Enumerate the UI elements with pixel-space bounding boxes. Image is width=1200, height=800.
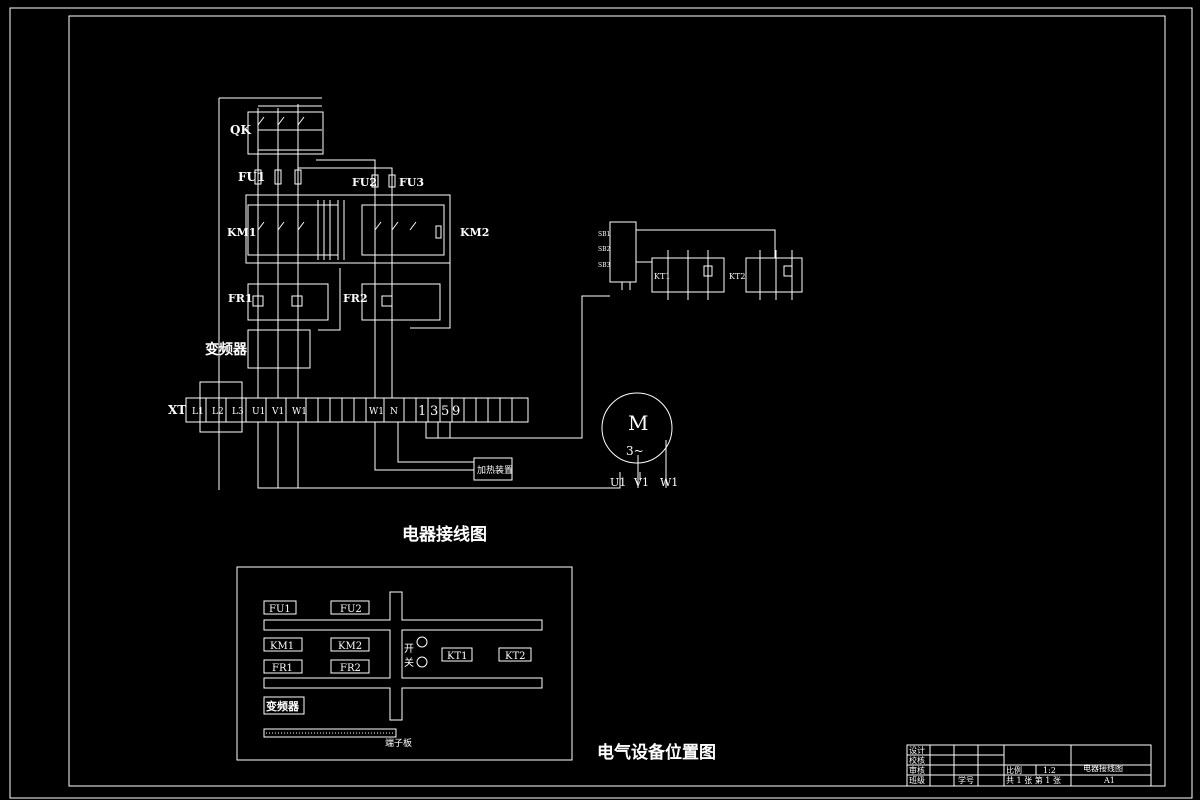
svg-text:N: N: [390, 407, 398, 417]
svg-text:W1: W1: [369, 407, 384, 417]
title-block: 设计 校核 审核 班级 学号 比例 1:2 电器接线图 共 1 张 第 1 张 …: [906, 744, 1152, 787]
tb-review: 审核: [909, 765, 925, 775]
layout-diagram: FU1 FU2 KM1 KM2 FR1 FR2 开 关 KT1 KT2 变频器 …: [236, 566, 573, 761]
km2-label: KM2: [460, 226, 489, 239]
layout-km2: KM2: [338, 641, 362, 652]
svg-text:V1: V1: [271, 407, 284, 417]
layout-fr2: FR2: [340, 663, 361, 674]
svg-text:SB1: SB1: [598, 231, 610, 238]
qk-label: QK: [230, 123, 251, 137]
fr2-relay: [361, 283, 441, 321]
wiring-diagram: QK FU1 FU2 FU3 KM1 KM2 FR1 FR2 变频器: [168, 97, 803, 490]
fuse-1: [254, 169, 262, 185]
motor-phase: 3~: [626, 444, 644, 458]
button-station: [609, 221, 637, 283]
tb-class: 班级: [909, 775, 925, 785]
switch-close-indicator: [416, 656, 428, 668]
fu1-label: FU1: [238, 170, 265, 184]
tb-check: 校核: [909, 755, 925, 765]
tb-design: 设计: [909, 745, 925, 755]
layout-fu2: FU2: [340, 604, 362, 615]
svg-text:1: 1: [418, 404, 426, 419]
tb-scale-label: 比例: [1006, 765, 1022, 775]
motor-letter: M: [628, 411, 648, 435]
fu3-label: FU3: [399, 176, 424, 189]
terminal-strip-label: 端子板: [385, 737, 412, 749]
kt1-label: KT1: [654, 272, 670, 281]
terminal-labels: L1 L2 L3 U1 V1 W1 W1 N 1 3 5 9: [192, 404, 460, 419]
layout-fr1: FR1: [272, 663, 293, 674]
layout-km1: KM1: [270, 641, 294, 652]
layout-kt1: KT1: [447, 651, 468, 662]
svg-text:5: 5: [441, 404, 449, 419]
svg-text:L3: L3: [232, 407, 244, 417]
terminal-strip: [263, 728, 397, 738]
tb-drawing-name: 电器接线图: [1083, 763, 1123, 773]
layout-diagram-title: 电气设备位置图: [597, 742, 716, 763]
svg-text:L2: L2: [212, 407, 224, 417]
fr1-label: FR1: [228, 292, 253, 305]
km1-label: KM1: [227, 226, 256, 239]
xt-label: XT: [168, 403, 186, 417]
svg-text:9: 9: [452, 404, 460, 419]
kt2-label: KT2: [729, 272, 745, 281]
motor-symbol: [601, 392, 673, 464]
layout-inverter: 变频器: [266, 699, 300, 713]
kt2-timer: [745, 257, 803, 293]
svg-text:3: 3: [430, 404, 438, 419]
terminal-block: [185, 397, 529, 423]
svg-text:SB2: SB2: [598, 246, 611, 253]
wiring-diagram-title: 电器接线图: [402, 524, 487, 545]
layout-fu1: FU1: [269, 604, 291, 615]
heater-box: [473, 457, 513, 481]
inverter-label: 变频器: [205, 341, 248, 358]
heater-label: 加热装置: [477, 464, 513, 476]
svg-text:L1: L1: [192, 407, 204, 417]
fr1-relay: [247, 283, 329, 321]
km2-contactor: [361, 204, 445, 256]
layout-kt2: KT2: [505, 651, 526, 662]
panel-outline: [236, 566, 573, 761]
svg-text:SB3: SB3: [598, 262, 611, 269]
tb-size: A1: [1103, 776, 1115, 785]
tb-scale-value: 1:2: [1043, 766, 1056, 775]
fr2-label: FR2: [343, 292, 368, 305]
tb-sheets: 共 1 张 第 1 张: [1006, 775, 1061, 785]
switch-close-label: 关: [404, 656, 414, 669]
svg-text:W1: W1: [292, 407, 307, 417]
qk-switch: [247, 111, 324, 155]
tb-student-no: 学号: [958, 775, 974, 785]
fuse-2: [274, 169, 282, 185]
motor-terminal-u: U1: [610, 476, 626, 489]
motor-terminal-w: W1: [660, 476, 678, 489]
svg-text:U1: U1: [252, 407, 265, 417]
inner-border: [68, 15, 1166, 787]
outer-border: [9, 7, 1193, 799]
fu2-label: FU2: [352, 176, 377, 189]
fuse-3: [294, 169, 302, 185]
switch-open-label: 开: [404, 644, 414, 655]
motor-terminal-v: V1: [633, 476, 649, 489]
inverter-box: [247, 329, 311, 369]
switch-open-indicator: [416, 636, 428, 648]
